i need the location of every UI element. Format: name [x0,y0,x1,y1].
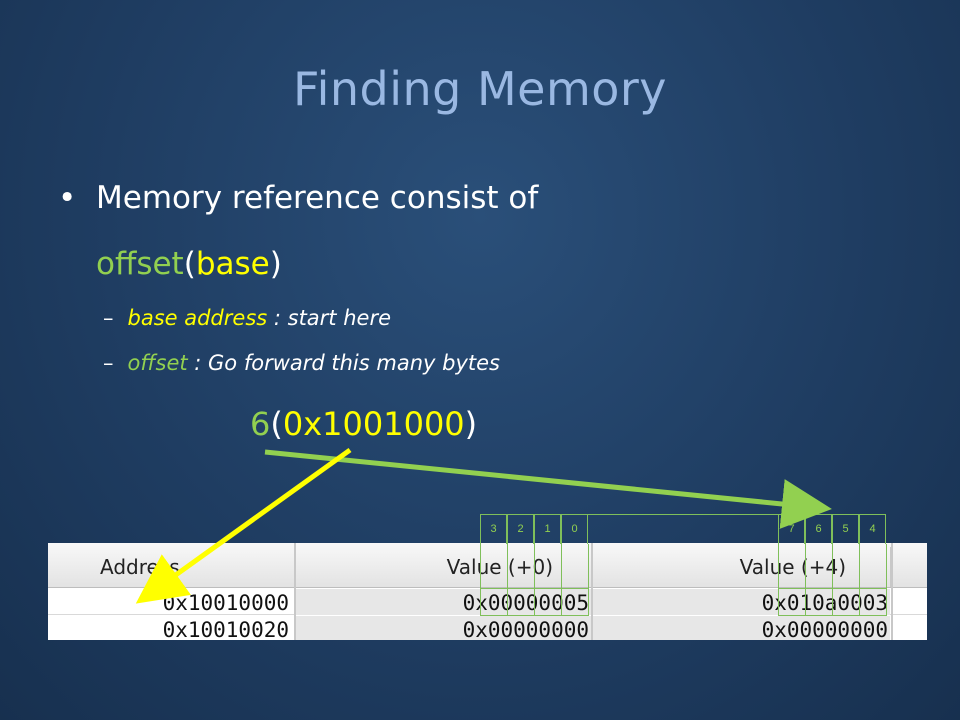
bullet-text: Memory reference consist of [96,180,539,216]
dash-icon: – [103,351,114,375]
formula-base: base [195,246,270,282]
sub-bullet-base-desc: : start here [267,306,391,330]
byte-grid-line [778,588,887,589]
byte-grid-line [588,544,589,616]
example-open-paren: ( [270,405,283,443]
byte-grid-line [561,544,562,616]
base-arrow [135,447,352,604]
sub-bullet-offset-term: offset [127,351,188,375]
byte-index-4: 4 [859,514,886,544]
table-row[interactable]: 0x10010020 0x00000000 0x00000000 [48,616,927,640]
byte-grid-line [778,615,887,616]
example-reference: 6(0x1001000) [250,405,477,443]
formula-close-paren: ) [269,246,282,282]
cell-value-4: 0x00000000 [593,616,890,640]
cell-value-0: 0x00000005 [296,589,591,615]
byte-index-gap [588,514,778,544]
cell-value-4: 0x010a0003 [593,589,890,615]
byte-grid-line [480,588,589,589]
formula: offset(base) [96,246,282,282]
column-divider [891,543,893,640]
byte-grid-line [859,544,860,616]
cell-value-0: 0x00000000 [296,616,591,640]
dash-icon: – [103,306,114,330]
byte-index-2: 2 [507,514,534,544]
sub-bullet-offset: –offset : Go forward this many bytes [103,351,500,375]
example-offset: 6 [250,405,271,443]
formula-open-paren: ( [183,246,196,282]
byte-grid-line [805,544,806,616]
slide-title: Finding Memory [292,62,668,116]
sub-bullet-offset-desc: : Go forward this many bytes [187,351,500,375]
example-close-paren: ) [464,405,478,443]
column-divider [591,543,593,640]
byte-grid-line [886,544,887,616]
table-row[interactable]: 0x10010000 0x00000005 0x010a0003 [48,589,927,615]
byte-grid-line [832,544,833,616]
byte-index-3: 3 [480,514,507,544]
byte-grid-line [507,544,508,616]
header-value-4[interactable]: Value (+4) [593,547,892,587]
byte-grid-line [480,615,589,616]
byte-grid-line [480,544,481,616]
byte-index-0: 0 [561,514,588,544]
byte-index-1: 1 [534,514,561,544]
bullet-dot-icon: • [58,180,77,216]
offset-arrow [264,449,832,529]
sub-bullet-base-term: base address [127,306,268,330]
cell-address: 0x10010020 [162,618,289,640]
formula-offset: offset [96,246,184,282]
sub-bullet-base: –base address : start here [103,306,391,330]
column-divider [294,543,296,640]
byte-grid-line [534,544,535,616]
byte-index-5: 5 [832,514,859,544]
byte-grid-line [778,544,779,616]
example-base: 0x1001000 [282,405,465,443]
